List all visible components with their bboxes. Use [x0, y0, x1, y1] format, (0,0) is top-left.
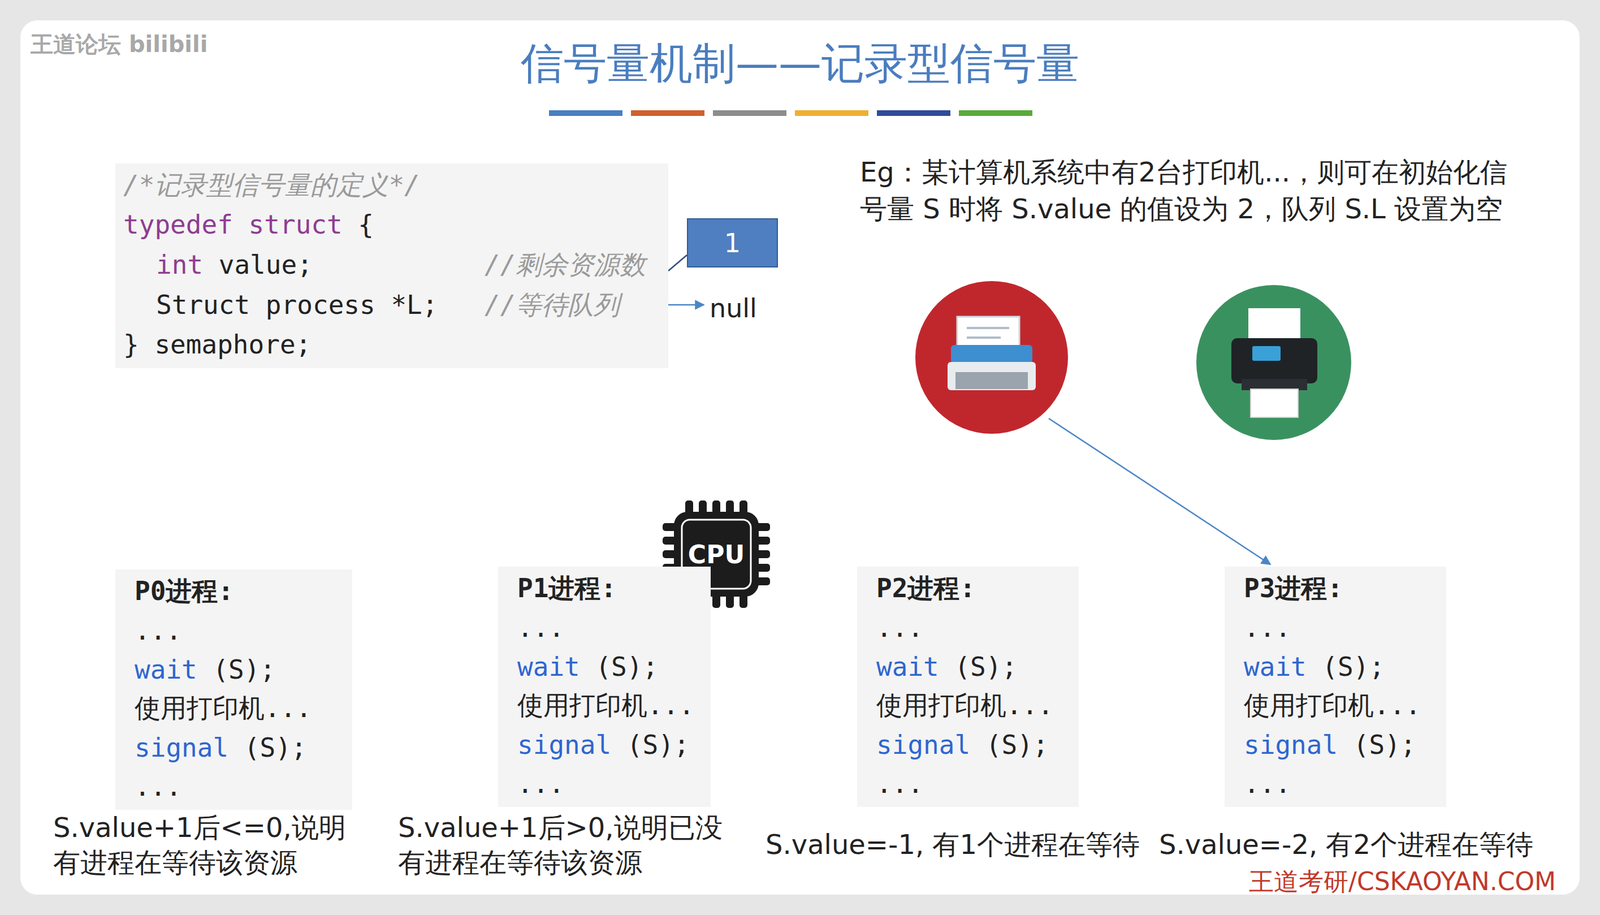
- code-text: ...: [134, 615, 182, 646]
- code-line: wait (S);: [517, 646, 700, 686]
- slide-ground: [20, 20, 1580, 895]
- code-keyword: wait: [517, 651, 581, 682]
- title-color-bars: [548, 110, 1033, 116]
- code-line: ...: [134, 766, 341, 806]
- code-keyword: signal: [876, 729, 971, 760]
- value-box: 1: [686, 218, 778, 268]
- code-line: ...: [134, 610, 341, 650]
- code-keyword: int: [156, 248, 203, 281]
- code-text: P1进程:: [517, 571, 617, 607]
- code-line: 使用打印机...: [517, 685, 700, 725]
- code-line: signal (S);: [876, 724, 1068, 764]
- code-line: ...: [1243, 607, 1435, 647]
- code-line: ...: [517, 763, 700, 803]
- code-line: wait (S);: [876, 646, 1068, 686]
- code-text: 使用打印机...: [1243, 688, 1421, 724]
- code-text: {: [357, 208, 374, 241]
- printer-icon-green: [1196, 284, 1352, 440]
- code-line: P2进程:: [876, 568, 1068, 608]
- printer-icon-red: [915, 280, 1068, 434]
- code-keyword: wait: [134, 654, 198, 685]
- code-line: Struct process *L;: [156, 288, 439, 321]
- footer-brand: 王道考研/CSKAOYAN.COM: [1248, 865, 1556, 898]
- watermark: 王道论坛 bilibili: [30, 29, 208, 59]
- code-text: 使用打印机...: [134, 690, 312, 726]
- code-text: (S);: [954, 651, 1018, 682]
- code-text: P3进程:: [1243, 571, 1343, 607]
- null-label: null: [709, 291, 758, 326]
- caption: S.value=-2, 有2个进程在等待: [1159, 826, 1534, 862]
- code-text: ...: [134, 771, 182, 802]
- code-line: P0进程:: [134, 571, 341, 611]
- caption: S.value+1后<=0,说明有进程在等待该资源: [53, 809, 362, 880]
- code-keyword: signal: [1243, 729, 1338, 760]
- code-line: signal (S);: [134, 727, 341, 767]
- code-line: 使用打印机...: [1243, 685, 1435, 725]
- code-text: } semaphore;: [123, 328, 311, 361]
- code-line: /*记录型信号量的定义*/: [123, 169, 421, 201]
- code-text: ...: [1243, 768, 1291, 799]
- code-text: ...: [517, 612, 565, 643]
- code-text: (S);: [595, 651, 659, 682]
- code-text: (S);: [1353, 729, 1417, 760]
- code-line: //剩余资源数: [484, 248, 646, 281]
- code-keyword: typedef struct: [123, 208, 343, 241]
- code-keyword: signal: [517, 729, 612, 760]
- code-line: ...: [876, 763, 1068, 803]
- code-line: P3进程:: [1243, 568, 1435, 608]
- value-number: 1: [724, 227, 741, 259]
- caption: S.value+1后>0,说明已没有进程在等待该资源: [398, 809, 726, 880]
- code-comment: /*记录型信号量的定义*/: [123, 169, 421, 201]
- code-keyword: wait: [1243, 651, 1307, 682]
- code-text: ...: [876, 768, 924, 799]
- code-keyword: wait: [876, 651, 940, 682]
- code-text: Struct process *L;: [156, 288, 439, 321]
- code-line: signal (S);: [1243, 724, 1435, 764]
- code-line: wait (S);: [1243, 646, 1435, 686]
- code-comment: //剩余资源数: [484, 248, 646, 281]
- code-text: ...: [1243, 612, 1291, 643]
- code-text: P0进程:: [134, 573, 234, 609]
- code-text: ...: [876, 612, 924, 643]
- code-text: 使用打印机...: [876, 688, 1054, 724]
- code-line: ...: [517, 607, 700, 647]
- code-line: 使用打印机...: [134, 688, 341, 728]
- process-box: P3进程:... wait (S); 使用打印机... signal (S);...: [1224, 566, 1447, 807]
- code-line: wait (S);: [134, 649, 341, 689]
- code-line: ...: [1243, 763, 1435, 803]
- example-note: Eg：某计算机系统中有2台打印机...，则可在初始化信号量 S 时将 S.val…: [859, 153, 1528, 228]
- process-box: P1进程:... wait (S); 使用打印机... signal (S);...: [498, 566, 711, 807]
- code-text: (S);: [244, 732, 307, 763]
- code-text: (S);: [986, 729, 1049, 760]
- code-line: P1进程:: [517, 568, 700, 608]
- code-line: //等待队列: [484, 288, 620, 321]
- process-box: P2进程:... wait (S); 使用打印机... signal (S);...: [857, 566, 1079, 807]
- assignment-arrow: [1048, 418, 1271, 565]
- code-line: ...: [876, 607, 1068, 647]
- slide-title: 信号量机制——记录型信号量: [0, 35, 1600, 92]
- code-text: 使用打印机...: [517, 688, 695, 724]
- code-keyword: signal: [134, 732, 229, 763]
- process-box: P0进程:... wait (S); 使用打印机... signal (S);...: [115, 569, 353, 810]
- caption: S.value=-1, 有1个进程在等待: [765, 826, 1140, 862]
- code-line: signal (S);: [517, 724, 700, 764]
- code-line: typedef struct {: [123, 208, 374, 241]
- code-box: /*记录型信号量的定义*/ typedef struct { int value; //剩…: [115, 163, 669, 369]
- code-text: (S);: [626, 729, 690, 760]
- code-comment: //等待队列: [484, 288, 620, 321]
- code-line: int value;: [156, 248, 313, 281]
- code-line: 使用打印机...: [876, 685, 1068, 725]
- code-line: } semaphore;: [123, 328, 311, 361]
- cpu-label: CPU: [688, 539, 745, 569]
- code-text: value;: [218, 248, 313, 281]
- connector-line: [668, 254, 687, 271]
- code-text: (S);: [212, 654, 276, 685]
- code-text: (S);: [1321, 651, 1385, 682]
- code-text: ...: [517, 768, 565, 799]
- code-text: P2进程:: [876, 571, 976, 607]
